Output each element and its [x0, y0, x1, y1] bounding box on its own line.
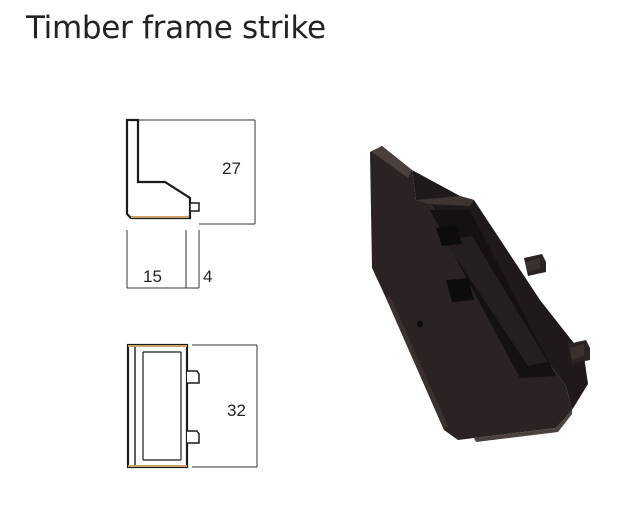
length-dimension-label: 32	[227, 401, 246, 420]
product-image	[370, 146, 590, 442]
top-view-drawing	[126, 343, 258, 469]
height-dimension-label: 27	[222, 159, 241, 178]
side-profile-drawing	[125, 118, 256, 289]
width-dimension-label: 15	[143, 267, 162, 286]
offset-dimension-label: 4	[203, 267, 212, 286]
page-title: Timber frame strike	[26, 10, 326, 46]
